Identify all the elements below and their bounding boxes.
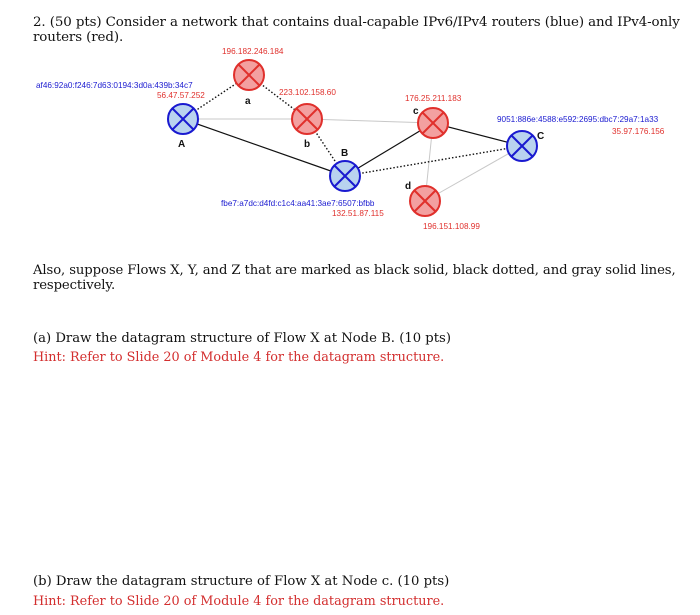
flows-description: Also, suppose Flows X, Y, and Z that are…	[33, 263, 676, 293]
part-a-question: (a) Draw the datagram structure of Flow …	[33, 331, 451, 346]
node-A	[167, 103, 199, 135]
node-d	[409, 185, 441, 217]
part-a-hint: Hint: Refer to Slide 20 of Module 4 for …	[33, 350, 445, 365]
ip-label-A: 56.47.57.252	[157, 91, 205, 100]
ipv6-label-A: af46:92a0:f246:7d63:0194:3d0a:439b:34c7	[36, 81, 193, 90]
node-label-d: d	[405, 181, 411, 192]
node-label-b: b	[304, 139, 310, 150]
ip-label-d: 196.151.108.99	[423, 222, 480, 231]
flow-x-line	[182, 118, 346, 177]
node-C	[506, 130, 538, 162]
question-title: 2. (50 pts) Consider a network that cont…	[33, 15, 680, 45]
node-a	[233, 59, 265, 91]
ip-label-c: 176.25.211.183	[405, 94, 462, 103]
node-b	[291, 103, 323, 135]
node-label-B: B	[341, 148, 348, 159]
ip-label-a: 196.182.246.184	[222, 47, 284, 56]
ip-label-b: 223.102.158.60	[279, 88, 336, 97]
node-c	[417, 107, 449, 139]
ipv6-label-C: 9051:886e:4588:e592:2695:dbc7:29a7:1a33	[497, 115, 659, 124]
flow-z-line	[424, 145, 523, 202]
ip-label-C: 35.97.176.156	[612, 127, 665, 136]
flow-y-line	[182, 74, 250, 120]
part-b-hint: Hint: Refer to Slide 20 of Module 4 for …	[33, 594, 445, 609]
network-diagram: a b c d A B C 196.182.246.184 af46:92a0:…	[36, 47, 665, 231]
node-label-c: c	[413, 106, 419, 117]
node-label-A: A	[178, 139, 185, 150]
flow-z-line	[306, 118, 434, 124]
part-b-question: (b) Draw the datagram structure of Flow …	[33, 574, 450, 589]
ip-label-B: 132.51.87.115	[332, 209, 384, 218]
node-label-C: C	[537, 131, 544, 142]
node-label-a: a	[245, 96, 251, 107]
ipv6-label-B: fbe7:a7dc:d4fd:c1c4:aa41:3ae7:6507:bfbb	[221, 199, 375, 208]
node-B	[329, 160, 361, 192]
flow-x-line	[344, 122, 434, 177]
